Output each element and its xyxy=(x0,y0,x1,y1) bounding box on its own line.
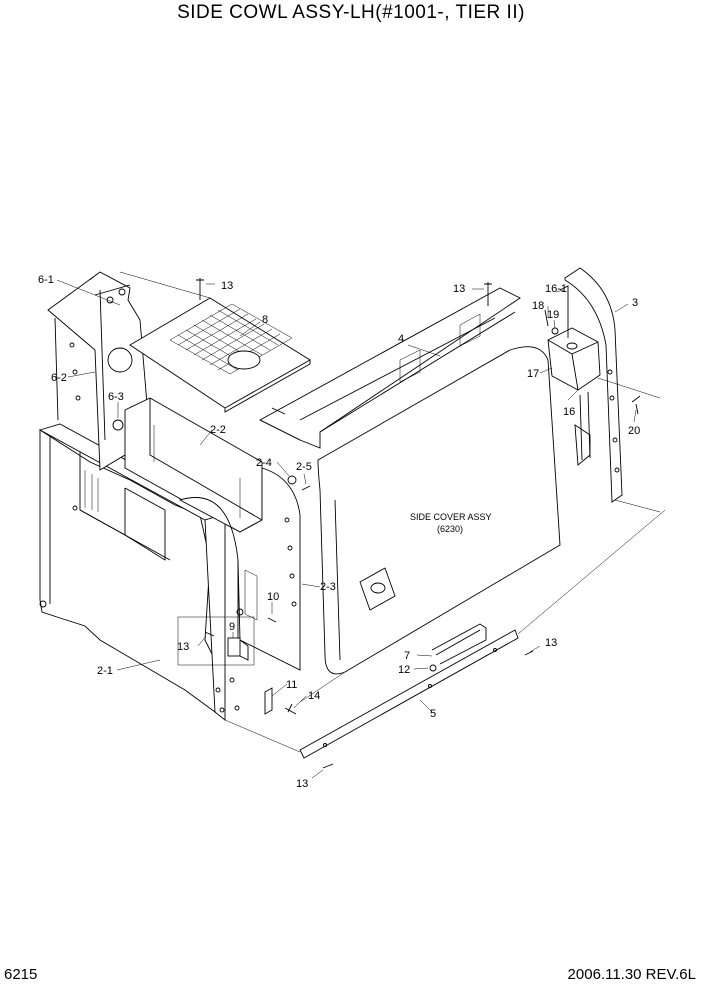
side-cover-6230 xyxy=(317,346,561,675)
callout-5: 5 xyxy=(430,708,436,720)
bolts xyxy=(196,278,641,769)
callout-9: 9 xyxy=(229,621,235,633)
callout-11: 11 xyxy=(286,679,297,691)
callout-3: 3 xyxy=(632,297,638,309)
revision-date: 2006.11.30 REV.6L xyxy=(567,966,696,983)
callout-17: 17 xyxy=(527,368,539,380)
reserve-tank-17 xyxy=(544,285,601,461)
callout-6-2: 6-2 xyxy=(51,372,67,384)
page-number: 6215 xyxy=(4,966,38,983)
callout-14: 14 xyxy=(308,690,320,702)
callout-2-2: 2-2 xyxy=(210,424,226,436)
callout-13: 13 xyxy=(221,280,233,292)
leader-lines xyxy=(56,271,666,779)
callout-2-4: 2-4 xyxy=(256,457,272,469)
detail-box xyxy=(177,616,255,666)
callout-13: 13 xyxy=(453,283,465,295)
callout-2-3: 2-3 xyxy=(320,581,336,593)
page-title: SIDE COWL ASSY-LH(#1001-, TIER II) xyxy=(177,2,525,23)
channel-4 xyxy=(259,287,521,449)
callout-6-3: 6-3 xyxy=(108,391,124,403)
callout-20: 20 xyxy=(628,425,640,437)
callout-16-1: 16-1 xyxy=(545,283,567,295)
callout-4: 4 xyxy=(398,333,404,345)
callout-13: 13 xyxy=(545,637,557,649)
callout-12: 12 xyxy=(398,664,410,676)
callout-19: 19 xyxy=(547,309,559,321)
callout-2-1: 2-1 xyxy=(97,665,113,677)
callout-7: 7 xyxy=(404,650,410,662)
callout-13: 13 xyxy=(177,641,189,653)
callout-6-1: 6-1 xyxy=(38,274,54,286)
side-cover-ref: (6230) xyxy=(437,524,463,534)
handle-7 xyxy=(431,623,487,665)
latch-9 xyxy=(227,637,249,661)
callout-16: 16 xyxy=(563,406,575,418)
bar-5 xyxy=(299,629,519,759)
frame-6-1 xyxy=(47,271,151,471)
striker-11 xyxy=(264,687,273,715)
callout-18: 18 xyxy=(532,300,544,312)
callout-13: 13 xyxy=(296,778,308,790)
callout-labels: 6-1 13 8 13 16-1 3 18 19 4 17 6-2 6-3 16… xyxy=(38,274,640,790)
post-3 xyxy=(564,267,623,503)
callout-2-5: 2-5 xyxy=(296,461,312,473)
callout-10: 10 xyxy=(267,591,279,603)
callout-8: 8 xyxy=(262,314,268,326)
cover-8 xyxy=(129,297,311,413)
side-cover-name: SIDE COVER ASSY xyxy=(410,512,492,522)
